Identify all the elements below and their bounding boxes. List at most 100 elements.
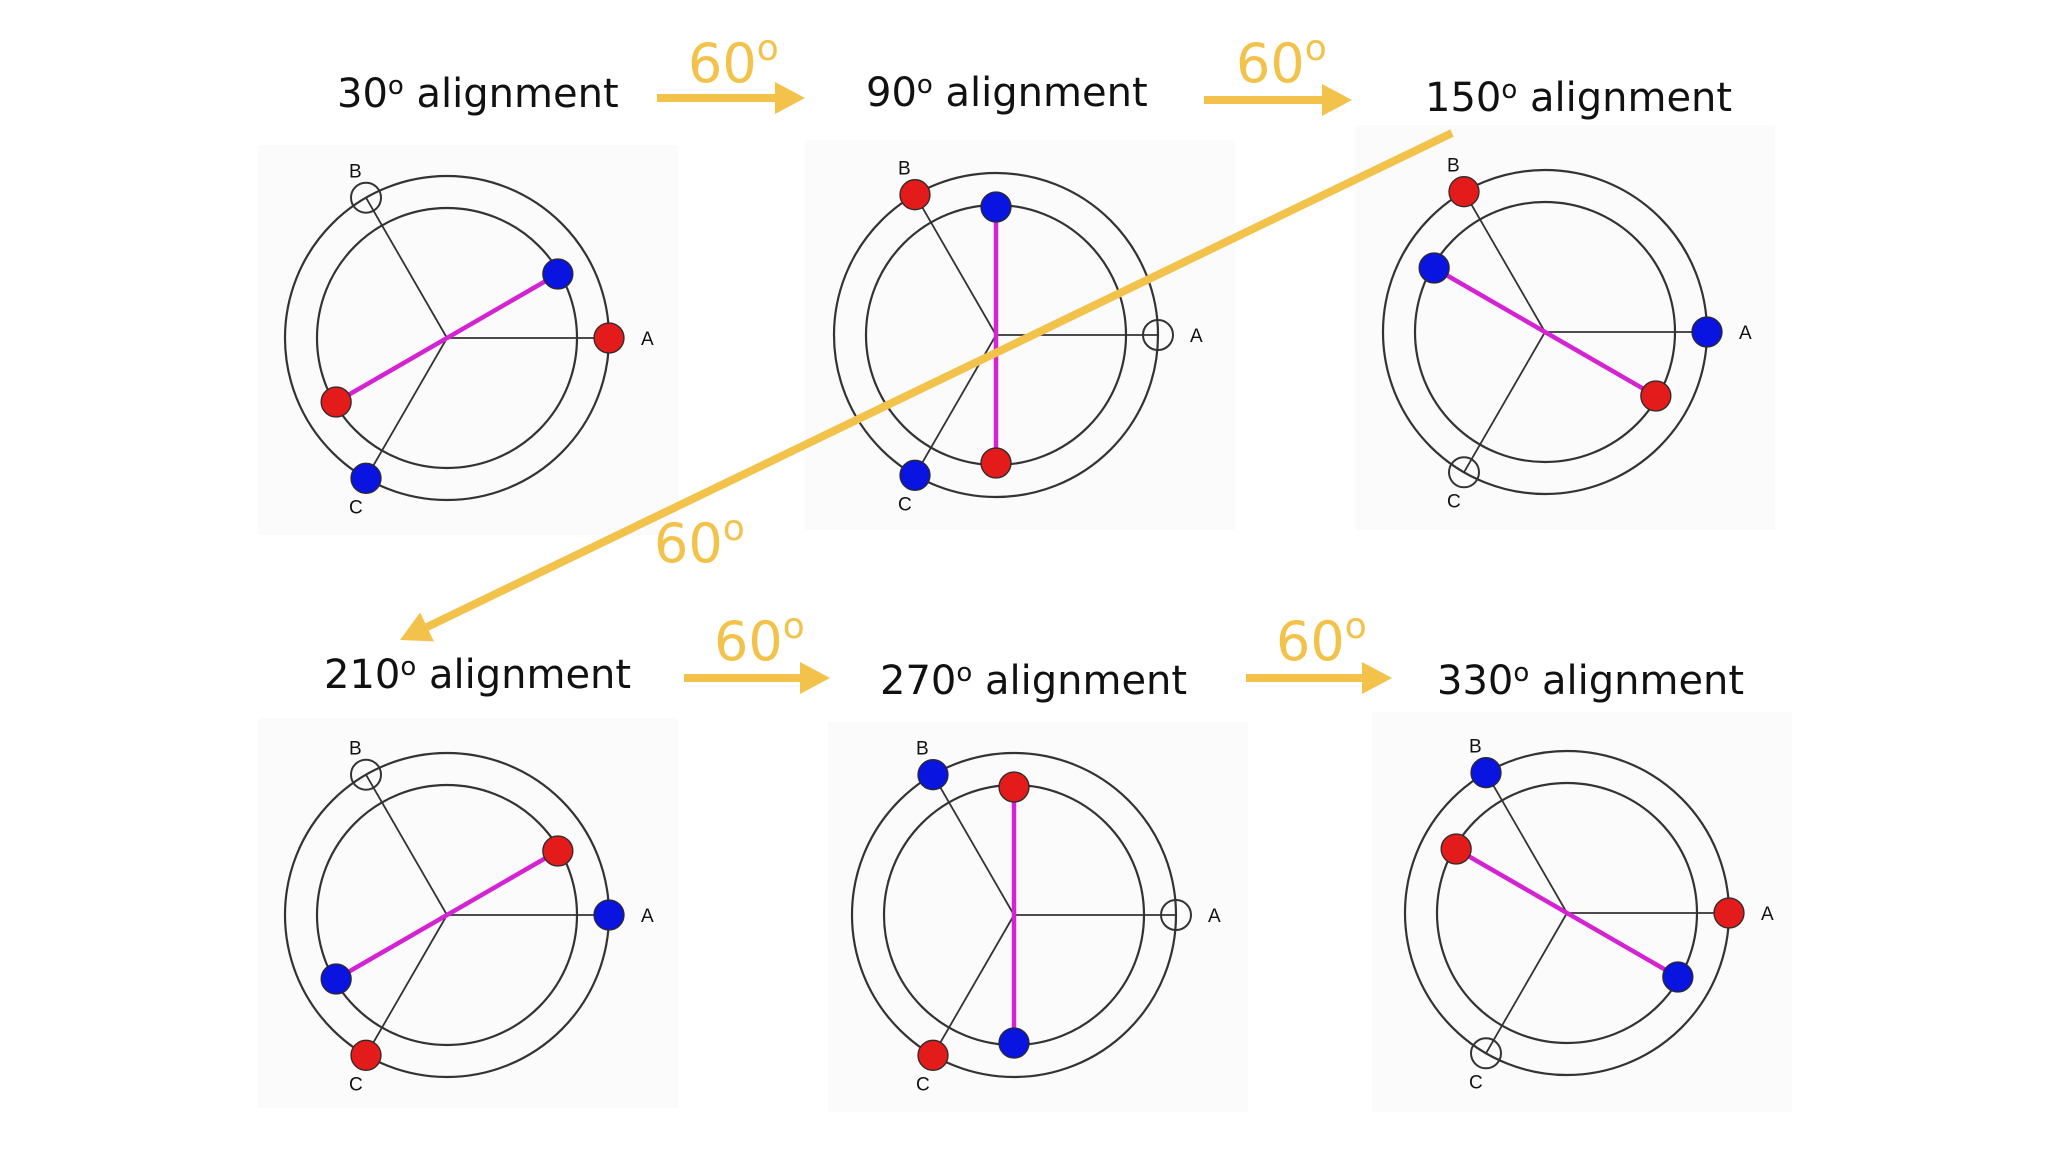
rotor-pole-red (320, 386, 352, 418)
phase-b-spoke (932, 774, 1015, 916)
phase-b-spoke (1485, 772, 1568, 914)
panel-title: 150o alignment (1425, 75, 1732, 121)
panel-title-number: 270 (880, 658, 956, 704)
rotor-pole-red (1440, 833, 1472, 865)
arrow-head (1322, 84, 1352, 116)
panel-title-number: 30 (337, 71, 388, 117)
degree-symbol: o (388, 71, 404, 101)
panel-title-number: 210 (324, 652, 400, 698)
arrow-90-to-150: 60o (1204, 28, 1352, 116)
arrow-shaft (425, 129, 1454, 631)
panel-title: 90o alignment (866, 70, 1148, 116)
panel-title: 270o alignment (880, 658, 1187, 704)
panel-title-number: 90 (866, 70, 917, 116)
degree-symbol: o (400, 652, 416, 682)
phase-c-label: C (898, 494, 912, 515)
panel-title-text: alignment (416, 652, 631, 698)
panel-title: 330o alignment (1437, 658, 1744, 704)
step-arrows: 60o 60o 60o 60o 60o (400, 28, 1454, 694)
step-angle-label: 60o (1236, 28, 1327, 95)
phase-c-label: C (1447, 491, 1461, 512)
phase-c-spoke (365, 914, 448, 1056)
phase-c-spoke (932, 914, 1015, 1056)
arrow-head (400, 612, 434, 642)
phase-c-spoke (1463, 331, 1546, 473)
step-angle-label: 60o (1276, 606, 1367, 673)
stator-coil-a-energized (593, 322, 625, 354)
phase-b-label: B (349, 739, 362, 760)
degree-symbol: o (1513, 658, 1529, 688)
stator-coil-b-energized (917, 759, 949, 791)
arrow-30-to-90: 60o (657, 28, 805, 114)
phase-a-label: A (1190, 326, 1203, 347)
stator-coil-b-energized (899, 179, 931, 211)
stator-coil-b-energized (1448, 176, 1480, 208)
rotor-magnet-bar (1455, 847, 1679, 979)
rotor-pole-blue (320, 963, 352, 995)
rotor-pole-blue (998, 1027, 1030, 1059)
panel-title-number: 330 (1437, 658, 1513, 704)
rotor-magnet-bar (335, 849, 559, 981)
panel-title-text: alignment (1517, 75, 1732, 121)
phase-a-label: A (641, 329, 654, 350)
phase-b-label: B (916, 739, 929, 760)
phase-a-label: A (641, 906, 654, 927)
arrow-210-to-270: 60o (684, 606, 830, 694)
phase-b-spoke (365, 197, 448, 339)
stator-coil-c-off (1470, 1037, 1502, 1070)
stator-coil-c-energized (350, 1039, 382, 1071)
panel-title-number: 150 (1425, 75, 1501, 121)
panel-title-text: alignment (404, 71, 619, 117)
stator-coil-b-off (350, 758, 382, 791)
phase-b-label: B (1447, 156, 1460, 177)
rotor-magnet-bar (1433, 266, 1657, 398)
rotor-pole-red (998, 771, 1030, 803)
rotor-magnet-bar (335, 272, 559, 404)
stator-coil-a-off (1142, 319, 1174, 351)
phase-c-label: C (349, 497, 363, 518)
arrow-head (1362, 662, 1392, 694)
stator-coil-c-energized (917, 1039, 949, 1071)
rotor-pole-blue (1418, 252, 1450, 284)
step-angle-label: 60o (714, 606, 805, 673)
phase-c-label: C (916, 1074, 930, 1095)
phase-b-label: B (1469, 737, 1482, 758)
stator-coil-a-energized (593, 899, 625, 931)
degree-symbol: o (1501, 75, 1517, 105)
stator-coil-a-off (1160, 899, 1192, 931)
rotor-pole-blue (542, 258, 574, 290)
panel-title-text: alignment (1529, 658, 1744, 704)
phase-c-spoke (1485, 912, 1568, 1054)
arrow-head (800, 662, 830, 694)
degree-symbol: o (917, 70, 933, 100)
rotor-pole-blue (1662, 961, 1694, 993)
phase-b-spoke (914, 194, 997, 336)
stator-coil-b-energized (1470, 757, 1502, 789)
phase-c-spoke (365, 337, 448, 479)
stator-coil-a-energized (1713, 897, 1745, 929)
phase-a-label: A (1761, 904, 1774, 925)
panel-title: 210o alignment (324, 652, 631, 698)
panel-background (828, 722, 1248, 1112)
arrow-head (775, 82, 805, 114)
stator-coil-b-off (350, 181, 382, 214)
phase-a-label: A (1208, 906, 1221, 927)
phase-b-label: B (349, 162, 362, 183)
phase-b-label: B (898, 159, 911, 180)
stator-coil-c-energized (899, 459, 931, 491)
phase-b-spoke (365, 774, 448, 916)
phase-b-spoke (1463, 191, 1546, 333)
panel-title: 30o alignment (337, 71, 619, 117)
step-angle-label: 60o (688, 28, 779, 95)
arrow-270-to-330: 60o (1246, 606, 1392, 694)
stator-coil-a-energized (1691, 316, 1723, 348)
rotor-pole-red (1640, 380, 1672, 412)
panel-title-text: alignment (933, 70, 1148, 116)
step-angle-label: 60o (654, 508, 745, 575)
